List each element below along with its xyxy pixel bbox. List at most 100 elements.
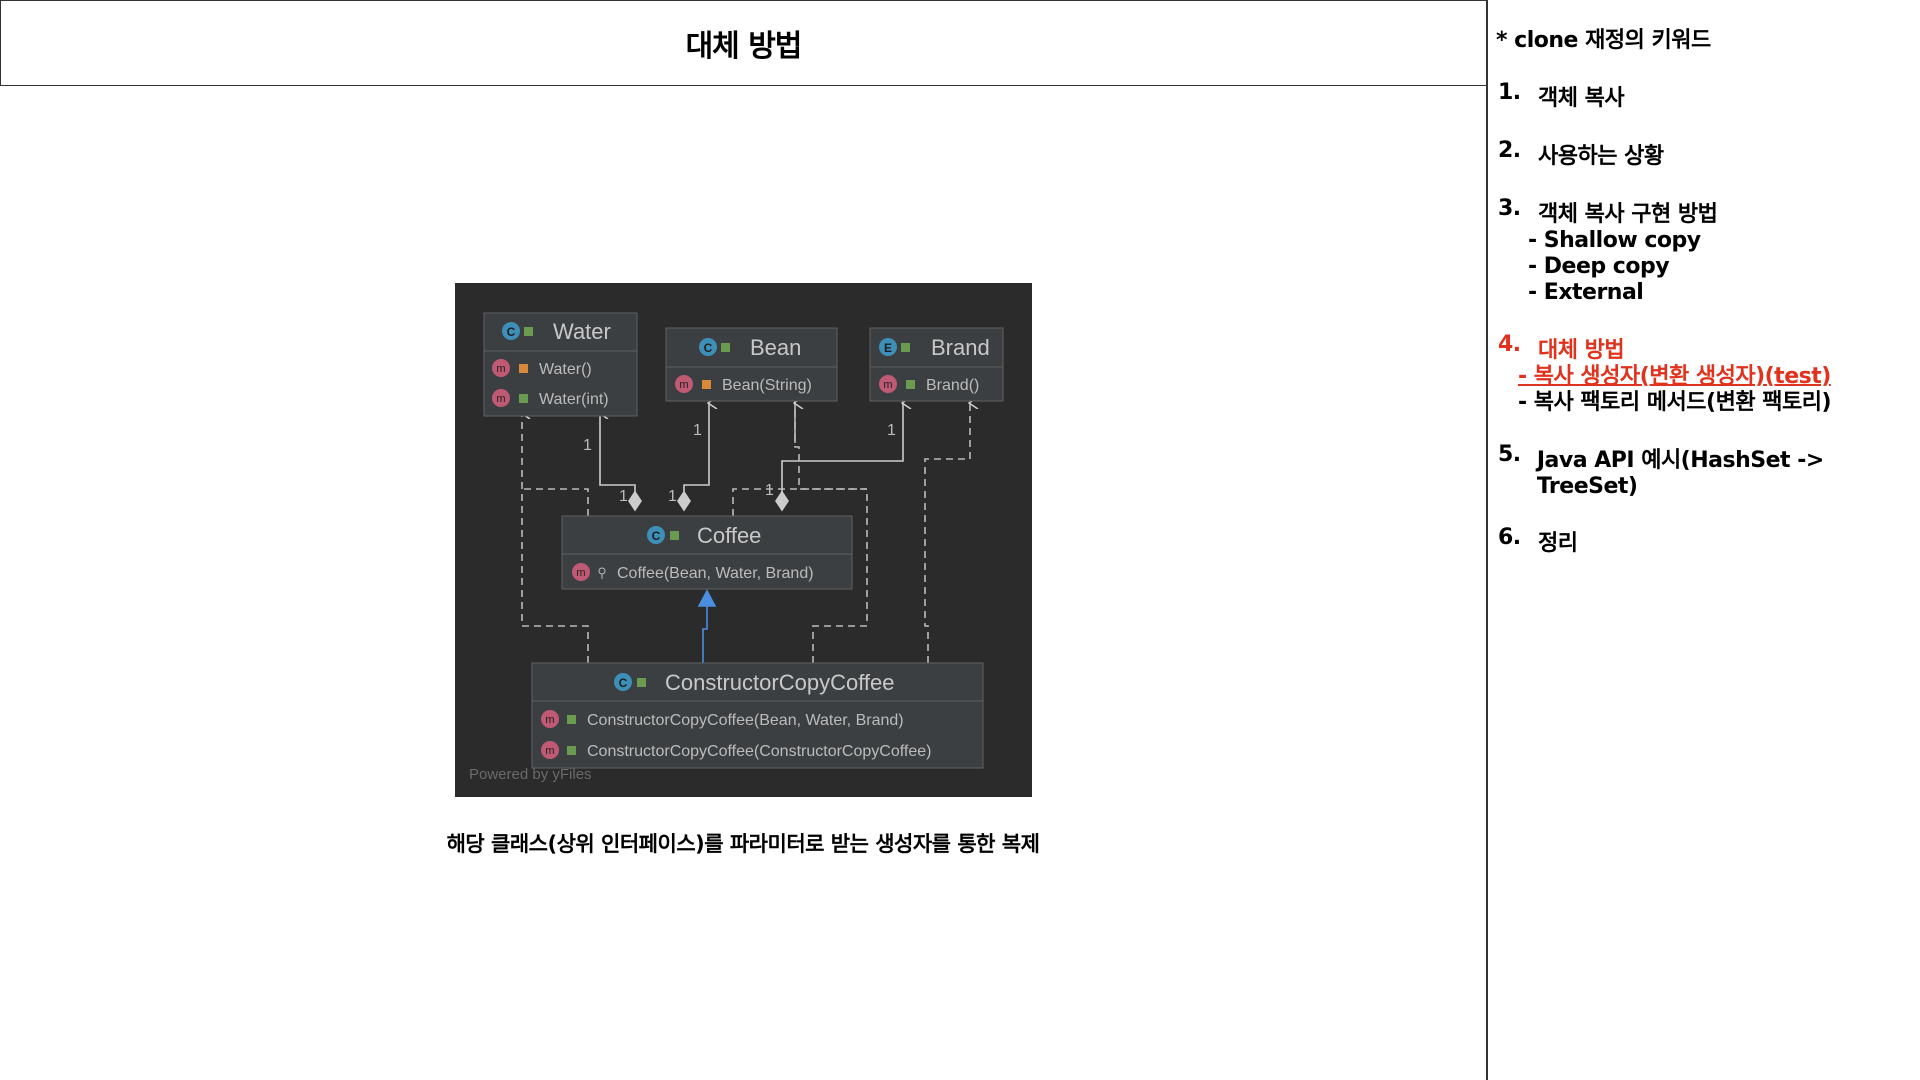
member: Brand() xyxy=(926,377,979,394)
diagram-caption: 해당 클래스(상위 인터페이스)를 파라미터로 받는 생성자를 통한 복제 xyxy=(446,832,1040,856)
public-lock-icon xyxy=(567,746,576,755)
method-icon xyxy=(492,359,510,377)
class-coffee: C Coffee m Coffee(Bean, Water, Brand) xyxy=(561,515,853,590)
class-badge: E xyxy=(884,341,892,355)
composition-coffee-bean xyxy=(683,403,709,506)
outline-label: 객체 복사 구현 방법 xyxy=(1538,202,1718,227)
outline-num: 5. xyxy=(1498,442,1521,467)
class-name: Water xyxy=(553,319,611,344)
method-icon xyxy=(541,710,559,728)
multiplicity-label: 1 xyxy=(619,488,628,505)
member: ConstructorCopyCoffee(Bean, Water, Brand… xyxy=(587,712,904,729)
member: Water(int) xyxy=(539,391,609,408)
multiplicity-label: 1 xyxy=(765,482,774,499)
method-badge: m xyxy=(545,714,554,726)
outline-num: 2. xyxy=(1498,138,1521,163)
public-lock-icon xyxy=(670,531,679,540)
private-lock-icon xyxy=(519,364,528,373)
public-lock-icon xyxy=(637,678,646,687)
outline-num: 6. xyxy=(1498,525,1521,550)
dependency-ccc-water xyxy=(522,413,589,663)
multiplicity-label: 1 xyxy=(693,422,702,439)
method-badge: m xyxy=(496,393,505,405)
class-icon xyxy=(614,673,632,691)
outline-num: 3. xyxy=(1498,196,1521,221)
outline-item-5: 5. Java API 예시(HashSet -> TreeSet) xyxy=(1496,442,1920,499)
method-badge: m xyxy=(679,379,688,391)
class-icon xyxy=(699,338,717,356)
member: Water() xyxy=(539,361,592,378)
class-brand: E Brand m Brand() xyxy=(869,327,1004,402)
composition-coffee-water xyxy=(600,413,636,506)
outline-label: 객체 복사 xyxy=(1538,86,1625,111)
outline-label: 정리 xyxy=(1538,531,1578,556)
method-icon xyxy=(879,375,897,393)
method-icon xyxy=(541,741,559,759)
class-name: Bean xyxy=(750,335,801,360)
outline-item-6: 6. 정리 xyxy=(1496,525,1920,557)
outline-sub: - External xyxy=(1528,280,1644,305)
composition-diamond-bean xyxy=(677,490,691,512)
method-badge: m xyxy=(496,363,505,375)
public-lock-icon xyxy=(901,343,910,352)
public-lock-icon xyxy=(567,715,576,724)
multiplicity-label: 1 xyxy=(887,422,896,439)
outline-sub: - Shallow copy xyxy=(1528,228,1701,253)
public-lock-icon xyxy=(906,380,915,389)
class-badge: C xyxy=(652,529,661,543)
class-name: ConstructorCopyCoffee xyxy=(665,670,895,695)
outline-panel: * clone 재정의 키워드 1. 객체 복사 2. 사용하는 상황 3. 객체 복… xyxy=(1496,22,1920,583)
private-lock-icon xyxy=(702,380,711,389)
method-badge: m xyxy=(883,379,892,391)
dependency-coffee-bean xyxy=(732,488,867,516)
yfiles-watermark: Powered by yFiles xyxy=(469,766,592,783)
outline-label: 사용하는 상황 xyxy=(1538,144,1664,169)
member: Coffee(Bean, Water, Brand) xyxy=(617,565,814,582)
multiplicity-label: 1 xyxy=(668,488,677,505)
method-badge: m xyxy=(545,745,554,757)
class-bean: C Bean m Bean(String) xyxy=(665,327,838,402)
composition-diamond-water xyxy=(628,490,642,512)
multiplicity-labels: 1 1 1 1 1 1 xyxy=(583,422,896,505)
uml-diagram: 1 1 1 1 1 1 C Water m Water() m Water(in… xyxy=(455,283,1032,797)
outline-item-2: 2. 사용하는 상황 xyxy=(1496,138,1920,170)
class-badge: C xyxy=(507,325,516,339)
outline-sub-current: - 복사 생성자(변환 생성자)(test) xyxy=(1518,364,1831,389)
dependency-ccc-bean xyxy=(794,401,868,663)
class-name: Brand xyxy=(931,335,990,360)
class-name: Coffee xyxy=(697,523,761,548)
outline-item-3: 3. 객체 복사 구현 방법 - Shallow copy - Deep copy… xyxy=(1496,196,1920,306)
member: ConstructorCopyCoffee(ConstructorCopyCof… xyxy=(587,743,931,760)
class-water: C Water m Water() m Water(int) xyxy=(483,312,638,417)
method-icon xyxy=(675,375,693,393)
divider-line xyxy=(1486,0,1488,1080)
class-badge: C xyxy=(704,341,713,355)
uml-connectors xyxy=(522,401,970,663)
public-lock-icon xyxy=(721,343,730,352)
outline-label: Java API 예시(HashSet -> TreeSet) xyxy=(1536,448,1824,499)
dependency-coffee-water xyxy=(522,488,589,516)
outline-item-1: 1. 객체 복사 xyxy=(1496,80,1920,112)
enum-icon xyxy=(879,338,897,356)
method-icon xyxy=(572,563,590,581)
slide-title-box: 대체 방법 xyxy=(0,0,1486,86)
class-constructor-copy-coffee: C ConstructorCopyCoffee m ConstructorCop… xyxy=(531,662,984,769)
public-lock-icon xyxy=(519,394,528,403)
outline-num: 4. xyxy=(1498,332,1521,357)
public-lock-icon xyxy=(524,327,533,336)
inheritance-line xyxy=(702,595,708,663)
composition-coffee-brand xyxy=(781,403,903,506)
inheritance-arrow-head xyxy=(697,589,717,607)
slide-title: 대체 방법 xyxy=(685,29,803,64)
outline-num: 1. xyxy=(1498,80,1521,105)
method-icon xyxy=(492,389,510,407)
outline-label: 대체 방법 xyxy=(1538,338,1625,363)
class-icon xyxy=(502,322,520,340)
method-badge: m xyxy=(576,567,585,579)
outline-item-4-active: 4. 대체 방법 - 복사 생성자(변환 생성자)(test) - 복사 팩토리 … xyxy=(1496,332,1920,416)
class-badge: C xyxy=(619,676,628,690)
outline-sub: - Deep copy xyxy=(1528,254,1670,279)
outline-sub: - 복사 팩토리 메서드(변환 팩토리) xyxy=(1518,390,1832,415)
composition-diamond-brand xyxy=(775,490,789,512)
outline-heading: * clone 재정의 키워드 xyxy=(1496,28,1711,53)
